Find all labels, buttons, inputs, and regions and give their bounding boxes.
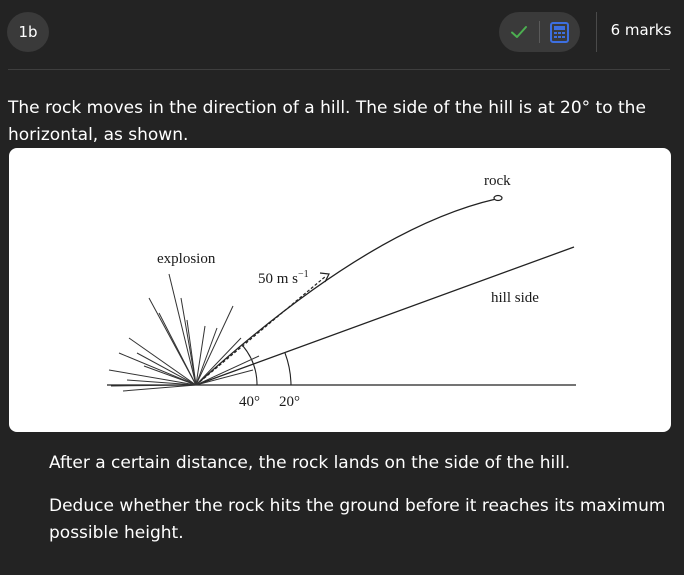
rock-label: rock xyxy=(484,173,511,189)
rock-marker xyxy=(493,194,503,202)
physics-diagram: rock hill side explosion 50 m s−1 40° 20… xyxy=(9,148,671,432)
rock-trajectory xyxy=(195,198,497,386)
angle-arc-20 xyxy=(284,352,292,386)
check-icon[interactable] xyxy=(510,23,528,41)
marks-label: 6 marks xyxy=(610,21,672,39)
question-number: 1b xyxy=(18,23,38,41)
velocity-label: 50 m s−1 xyxy=(258,269,309,287)
velocity-value: 50 m s xyxy=(258,271,298,287)
velocity-arrowhead xyxy=(319,272,330,283)
question-task: Deduce whether the rock hits the ground … xyxy=(49,496,666,543)
calculator-icon[interactable] xyxy=(550,22,569,43)
hill-side-line xyxy=(195,246,575,386)
explosion-label: explosion xyxy=(157,251,216,267)
question-number-badge: 1b xyxy=(7,12,49,52)
question-statement: After a certain distance, the rock lands… xyxy=(49,453,571,473)
diagram-svg: rock hill side explosion 50 m s−1 40° 20… xyxy=(107,173,576,410)
angle-arc-40 xyxy=(242,345,258,386)
velocity-arrow xyxy=(195,275,327,386)
hill-side-label: hill side xyxy=(491,290,539,306)
answer-tools xyxy=(499,12,580,52)
velocity-exponent: −1 xyxy=(298,269,309,280)
question-intro: The rock moves in the direction of a hil… xyxy=(8,98,646,145)
header-separator xyxy=(596,12,597,52)
launch-angle-label: 40° xyxy=(239,394,260,410)
header-divider xyxy=(8,69,670,70)
hill-angle-label: 20° xyxy=(279,394,300,410)
explosion-burst xyxy=(108,273,260,392)
tool-divider xyxy=(539,21,540,43)
